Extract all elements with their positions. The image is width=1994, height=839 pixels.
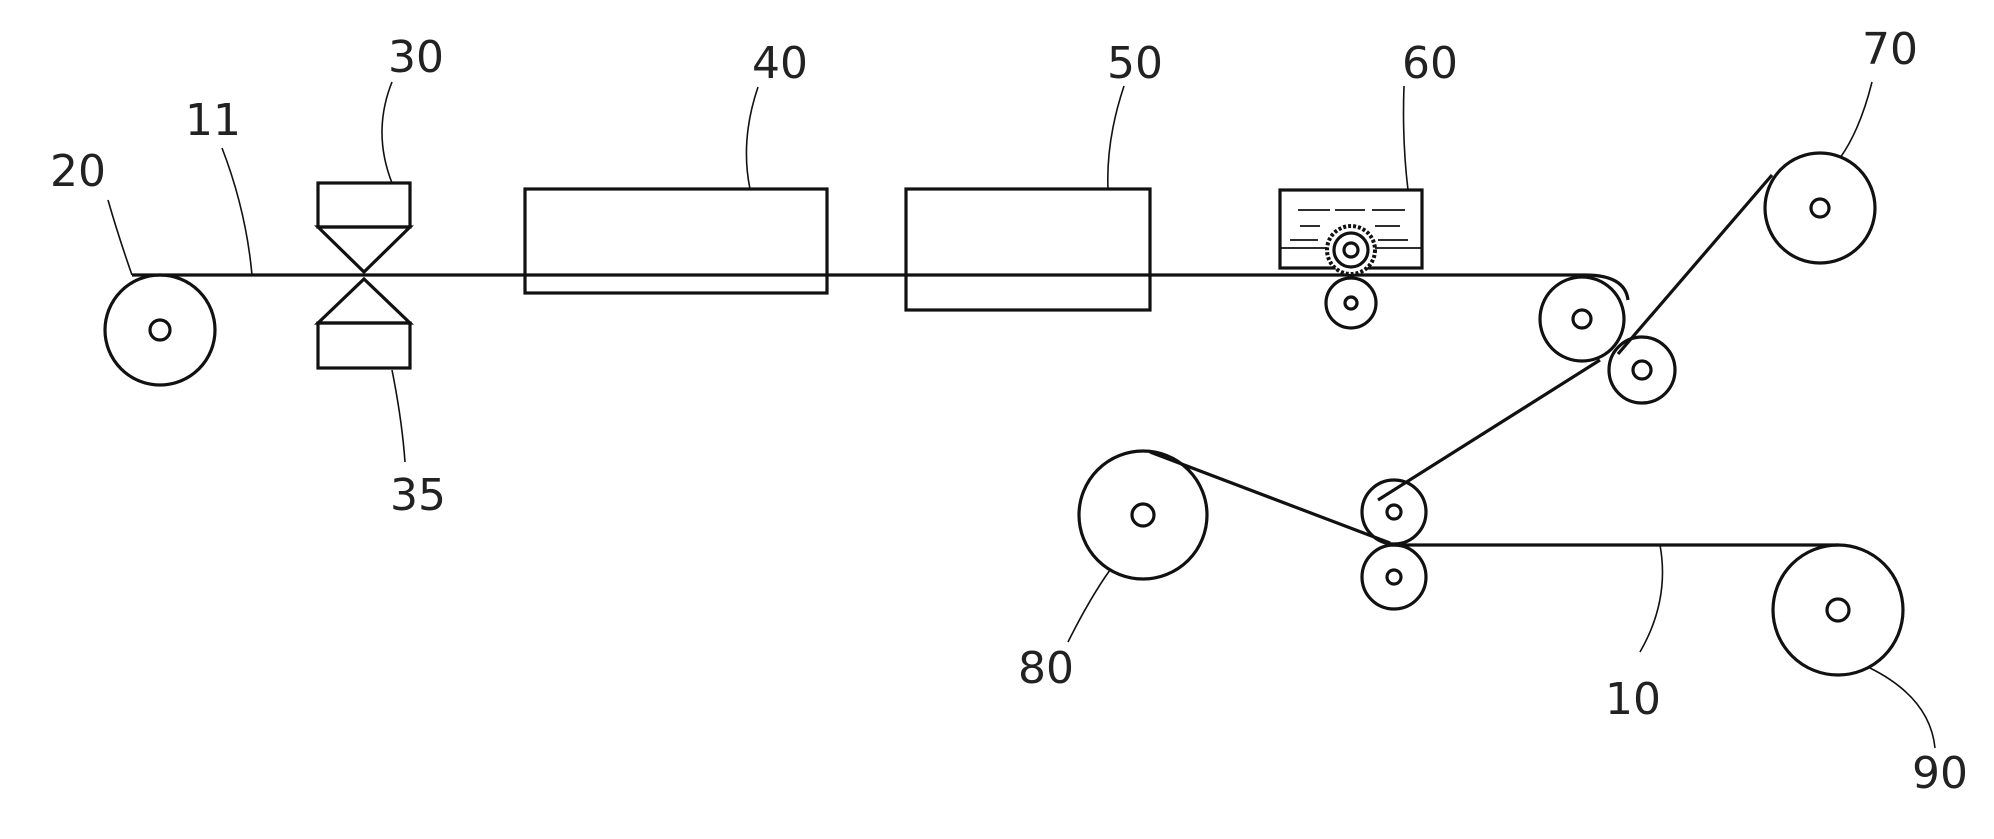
film-to-roll-70 (1618, 175, 1772, 354)
nip-roller-lower (1362, 545, 1426, 609)
leader-20 (108, 200, 132, 275)
label-90: 90 (1912, 748, 1968, 799)
label-35: 35 (390, 470, 446, 521)
leader-35 (392, 370, 405, 462)
leader-30 (382, 82, 392, 183)
leader-10 (1640, 545, 1663, 652)
station-box-50 (906, 189, 1150, 310)
product-roll-90 (1773, 545, 1903, 675)
leader-40 (746, 87, 758, 189)
label-40: 40 (752, 38, 808, 89)
takeup-roll-70 (1765, 153, 1875, 263)
film-to-lower-nip (1378, 360, 1600, 500)
leader-90 (1870, 668, 1935, 748)
leader-60 (1404, 86, 1409, 190)
label-70: 70 (1862, 24, 1918, 75)
label-20: 20 (50, 146, 106, 197)
coating-unit-60 (1280, 190, 1422, 328)
label-60: 60 (1402, 38, 1458, 89)
liner-roll-80 (1079, 451, 1207, 579)
lower-unit-35 (318, 279, 410, 368)
guide-roller (1540, 277, 1624, 361)
label-10: 10 (1605, 674, 1661, 725)
station-box-40 (525, 189, 827, 293)
leader-50 (1108, 86, 1124, 189)
guide-roller-small (1609, 337, 1675, 403)
label-30: 30 (388, 32, 444, 83)
label-50: 50 (1107, 38, 1163, 89)
supply-roll-20 (105, 275, 215, 385)
upper-unit-30 (318, 183, 410, 272)
leader-70 (1840, 82, 1872, 158)
label-11: 11 (185, 95, 241, 146)
leader-11 (222, 148, 252, 275)
leader-80 (1068, 570, 1110, 642)
label-80: 80 (1018, 643, 1074, 694)
